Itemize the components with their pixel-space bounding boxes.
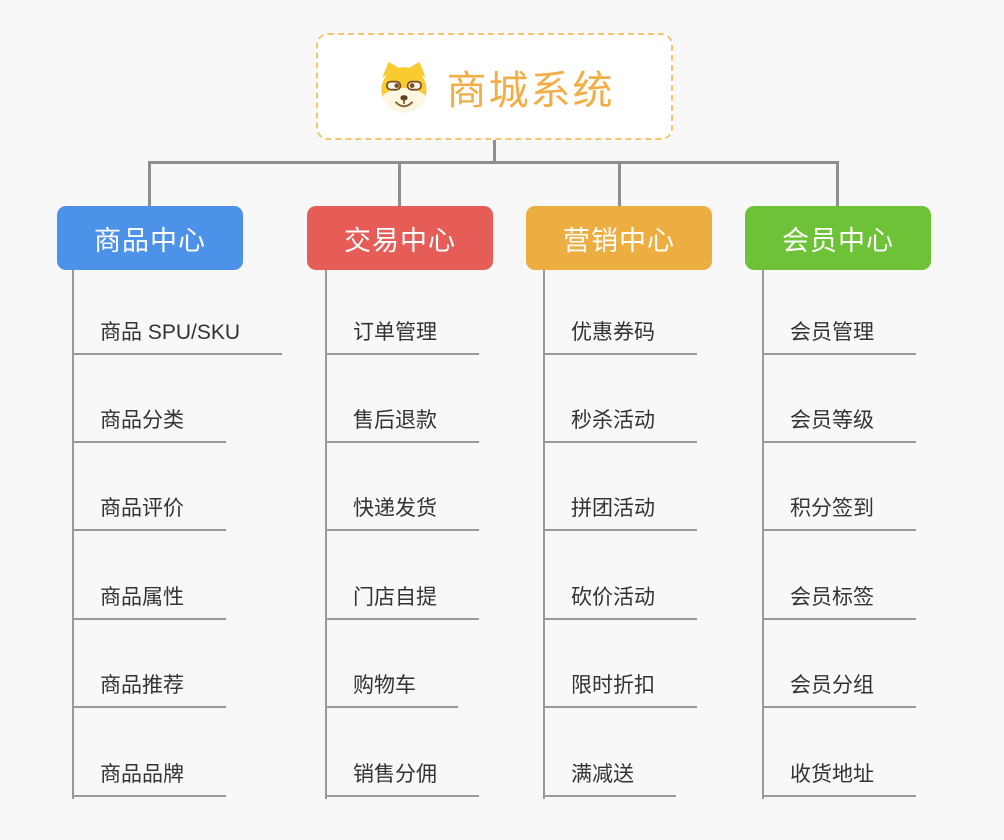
leaf-node[interactable]: 商品推荐: [72, 666, 226, 708]
branch-node-trade-center[interactable]: 交易中心: [307, 206, 493, 270]
leaf-node[interactable]: 满减送: [543, 755, 676, 797]
dog-face-icon: [381, 61, 426, 112]
leaf-node[interactable]: 销售分佣: [325, 755, 479, 797]
leaf-node[interactable]: 售后退款: [325, 401, 479, 443]
leaf-node[interactable]: 拼团活动: [543, 489, 697, 531]
connector-drop: [836, 161, 839, 207]
branch-title: 会员中心: [782, 225, 894, 256]
connector-drop: [398, 161, 401, 207]
branch-title: 营销中心: [563, 225, 675, 256]
root-title: 商城系统: [446, 68, 615, 113]
branch-node-member-center[interactable]: 会员中心: [745, 206, 931, 270]
leaf-node[interactable]: 门店自提: [325, 578, 479, 620]
branch-node-product-center[interactable]: 商品中心: [57, 206, 243, 270]
connector-drop: [148, 161, 151, 207]
leaf-node[interactable]: 商品属性: [72, 578, 226, 620]
leaf-node[interactable]: 会员分组: [762, 666, 916, 708]
branch-trunk-line: [762, 270, 764, 799]
leaf-node[interactable]: 秒杀活动: [543, 401, 697, 443]
branch-trunk-line: [543, 270, 545, 799]
leaf-node[interactable]: 商品品牌: [72, 755, 226, 797]
leaf-node[interactable]: 订单管理: [325, 313, 479, 355]
root-node[interactable]: 商城系统: [316, 33, 673, 140]
leaf-node[interactable]: 收货地址: [762, 755, 916, 797]
leaf-node[interactable]: 会员标签: [762, 578, 916, 620]
leaf-node[interactable]: 商品评价: [72, 489, 226, 531]
branch-node-marketing-center[interactable]: 营销中心: [526, 206, 712, 270]
leaf-node[interactable]: 购物车: [325, 666, 458, 708]
connector-horizontal-bar: [149, 161, 839, 164]
branch-trunk-line: [72, 270, 74, 799]
leaf-node[interactable]: 会员等级: [762, 401, 916, 443]
leaf-node[interactable]: 会员管理: [762, 313, 916, 355]
connector-root-stub: [493, 139, 496, 163]
branch-title: 商品中心: [94, 225, 206, 256]
leaf-node[interactable]: 优惠券码: [543, 313, 697, 355]
branch-trunk-line: [325, 270, 327, 799]
leaf-node[interactable]: 快递发货: [325, 489, 479, 531]
leaf-node[interactable]: 商品 SPU/SKU: [72, 313, 283, 355]
leaf-node[interactable]: 限时折扣: [543, 666, 697, 708]
leaf-node[interactable]: 砍价活动: [543, 578, 697, 620]
leaf-node[interactable]: 积分签到: [762, 489, 916, 531]
leaf-node[interactable]: 商品分类: [72, 401, 226, 443]
branch-title: 交易中心: [344, 225, 456, 256]
connector-drop: [618, 161, 621, 207]
